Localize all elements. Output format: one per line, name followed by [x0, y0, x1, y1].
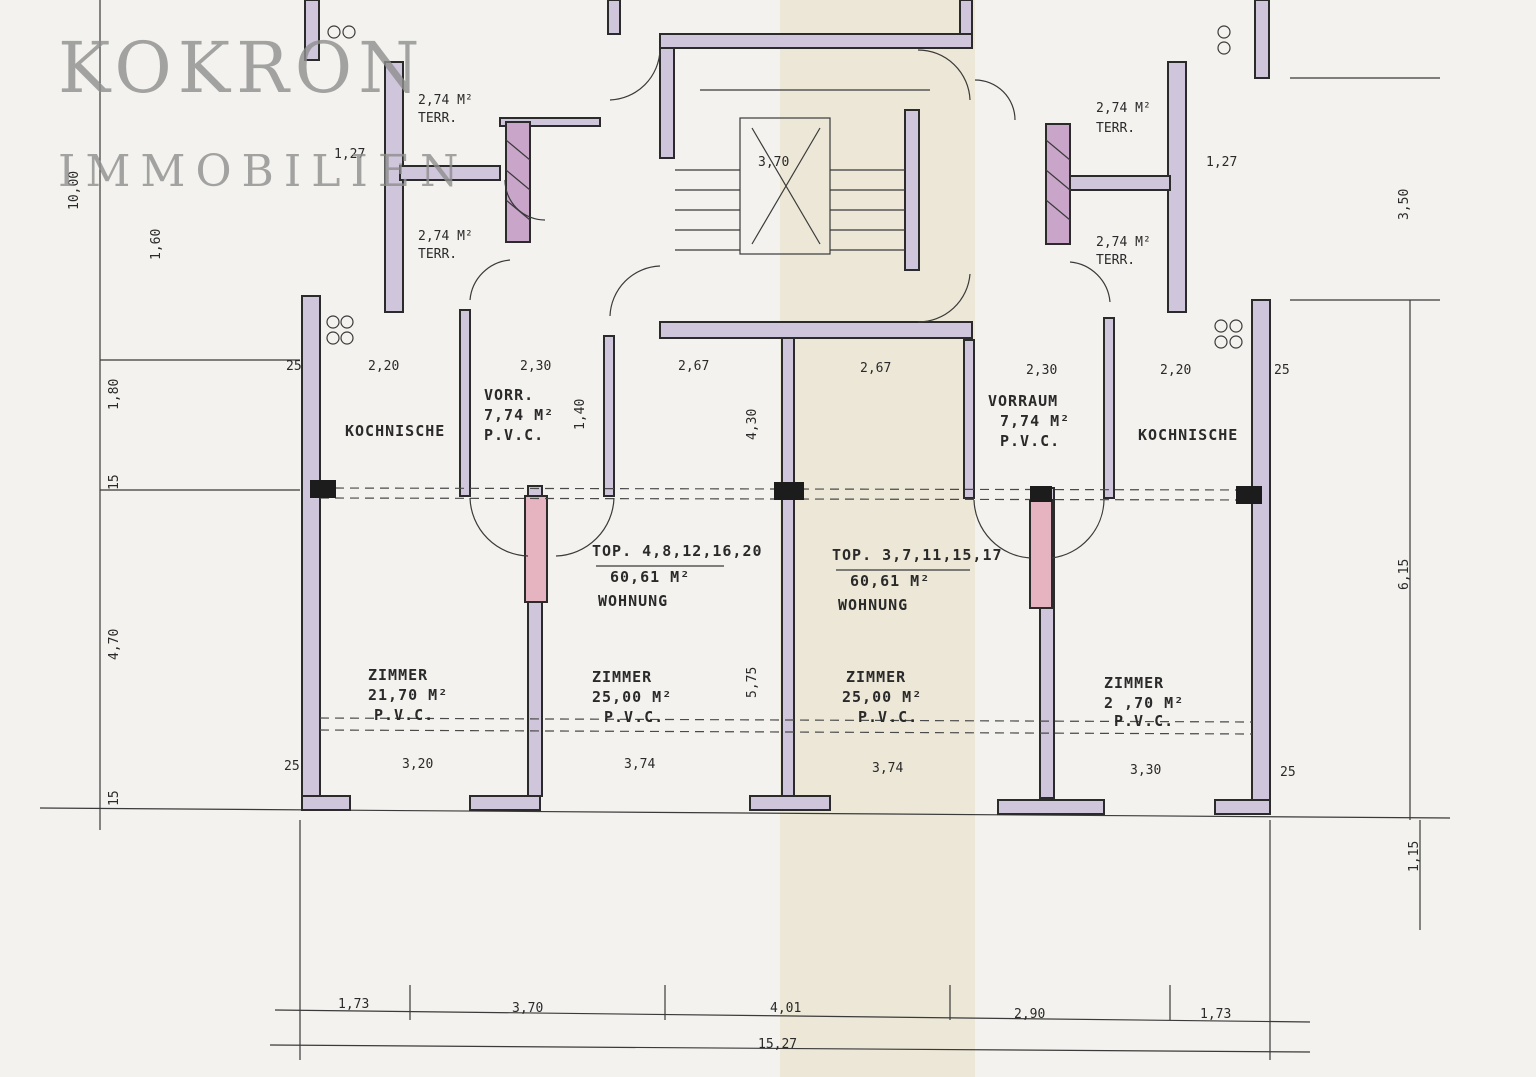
- unit-right-type: WOHNUNG: [838, 596, 908, 614]
- zimmer4-name: ZIMMER: [1104, 674, 1164, 692]
- dim-int-top-1: 2,20: [368, 359, 399, 374]
- dim-small-11: 1,27: [334, 147, 365, 162]
- dim-small-2: 25: [1274, 363, 1290, 378]
- dim-small-8: 4,30: [745, 409, 760, 440]
- terr-tr-name: TERR.: [1096, 121, 1135, 136]
- dim-left-1: 10,00: [67, 171, 82, 210]
- dim-int-bot-3: 3,74: [872, 761, 903, 776]
- dim-small-5: 15: [107, 474, 122, 490]
- dim-int-top-2: 2,30: [520, 359, 551, 374]
- unit-right-top: TOP. 3,7,11,15,17: [832, 546, 1003, 564]
- zimmer4-floor: P.V.C.: [1114, 712, 1174, 730]
- dim-small-6: 15: [107, 790, 122, 806]
- dim-int-bot-2: 3,74: [624, 757, 655, 772]
- unit-left-top: TOP. 4,8,12,16,20: [592, 542, 763, 560]
- dim-bottom-4: 2,90: [1014, 1007, 1045, 1022]
- dim-int-top-4: 2,67: [860, 361, 891, 376]
- columns: [310, 480, 1262, 504]
- vorraum-right-name: VORRAUM: [988, 392, 1058, 410]
- brand-subtitle: IMMOBILIEN: [58, 146, 469, 197]
- dim-small-7: 1,40: [573, 399, 588, 430]
- dim-int-bot-1: 3,20: [402, 757, 433, 772]
- stove-icons: [326, 25, 1243, 349]
- unit-right-area: 60,61 M²: [850, 572, 930, 590]
- partition-walls: [304, 0, 1270, 499]
- zimmer3-area: 25,00 M²: [842, 688, 922, 706]
- dim-int-bot-4: 3,30: [1130, 763, 1161, 778]
- dim-small-10: 3,70: [758, 155, 789, 170]
- kochnische-left-label: KOCHNISCHE: [345, 422, 445, 440]
- terr-tl-name: TERR.: [418, 111, 457, 126]
- zimmer3-floor: P.V.C.: [858, 708, 918, 726]
- dim-bottom-1: 1,73: [338, 997, 369, 1012]
- terr-tr-area: 2,74 M²: [1096, 101, 1151, 116]
- dim-small-1: 25: [286, 359, 302, 374]
- brand-name: KOKRON: [58, 27, 426, 109]
- paper-shade: [780, 0, 975, 1077]
- door-swings: [469, 49, 1111, 559]
- kochnische-right-label: KOCHNISCHE: [1138, 426, 1238, 444]
- zimmer2-area: 25,00 M²: [592, 688, 672, 706]
- terr-br-area: 2,74 M²: [1096, 235, 1151, 250]
- dim-small-3: 25: [284, 759, 300, 774]
- zimmer4-area: 2 ,70 M²: [1104, 694, 1184, 712]
- stairwell: [675, 89, 930, 255]
- vorraum-right-floor: P.V.C.: [1000, 432, 1060, 450]
- dimension-lines: [39, 0, 1451, 1060]
- zimmer1-floor: P.V.C.: [374, 706, 434, 724]
- dim-bottom-3: 4,01: [770, 1001, 801, 1016]
- dim-right-1: 3,50: [1397, 189, 1412, 220]
- terr-br-name: TERR.: [1096, 253, 1135, 268]
- dim-right-3: 1,15: [1407, 841, 1422, 872]
- dim-left-3: 1,60: [149, 229, 164, 260]
- vorr-left-name: VORR.: [484, 386, 534, 404]
- zimmer2-name: ZIMMER: [592, 668, 652, 686]
- dim-small-12: 1,27: [1206, 155, 1237, 170]
- brand-watermark: KOKRON IMMOBILIEN: [58, 28, 469, 202]
- dim-int-top-3: 2,67: [678, 359, 709, 374]
- vorr-left-floor: P.V.C.: [484, 426, 544, 444]
- terr-bl-area: 2,74 M²: [418, 229, 473, 244]
- dim-bottom-5: 1,73: [1200, 1007, 1231, 1022]
- dim-left-4: 4,70: [107, 629, 122, 660]
- zimmer1-name: ZIMMER: [368, 666, 428, 684]
- unit-left-area: 60,61 M²: [610, 568, 690, 586]
- dim-total: 15,27: [758, 1037, 797, 1052]
- dim-int-top-6: 2,20: [1160, 363, 1191, 378]
- dim-bottom-2: 3,70: [512, 1001, 543, 1016]
- dim-right-2: 6,15: [1397, 559, 1412, 590]
- vorr-left-area: 7,74 M²: [484, 406, 554, 424]
- vorraum-right-area: 7,74 M²: [1000, 412, 1070, 430]
- shafts: [505, 121, 1071, 609]
- dim-small-9: 5,75: [745, 667, 760, 698]
- dim-small-4: 25: [1280, 765, 1296, 780]
- zimmer2-floor: P.V.C.: [604, 708, 664, 726]
- dim-int-top-5: 2,30: [1026, 363, 1057, 378]
- outer-walls: [301, 295, 1271, 815]
- dim-left-2: 1,80: [107, 379, 122, 410]
- zimmer3-name: ZIMMER: [846, 668, 906, 686]
- terr-bl-name: TERR.: [418, 247, 457, 262]
- terr-tl-area: 2,74 M²: [418, 93, 473, 108]
- zimmer1-area: 21,70 M²: [368, 686, 448, 704]
- unit-left-type: WOHNUNG: [598, 592, 668, 610]
